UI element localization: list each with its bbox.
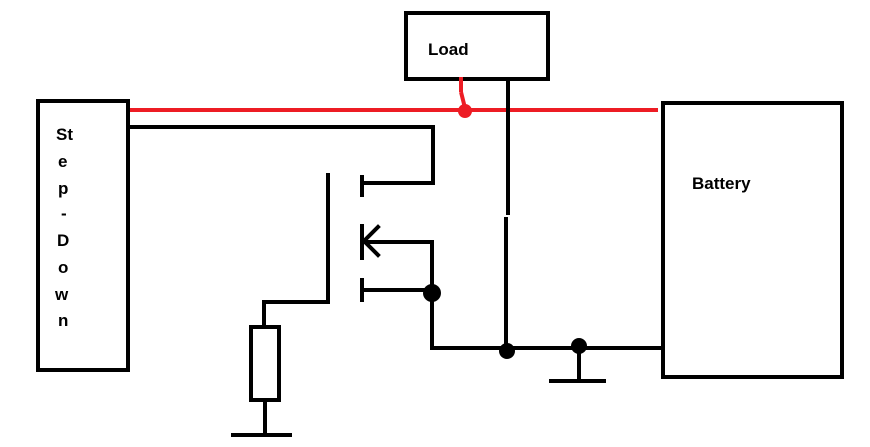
negative-rail [430, 290, 662, 350]
stepdown-label-line-2: e [58, 152, 67, 171]
positive-wire [130, 77, 658, 118]
drain-wire [128, 125, 435, 185]
stepdown-label-line-3: p [58, 179, 68, 198]
battery-component: Battery [661, 101, 844, 379]
mosfet-arrow [361, 224, 381, 258]
stepdown-label-line-5: D [57, 231, 69, 250]
battery-ground [549, 338, 606, 383]
gate-resistor-branch [231, 300, 330, 437]
gate-resistor [249, 325, 281, 402]
stepdown-label-line-7: w [54, 285, 69, 304]
stepdown-label-line-4: - [61, 204, 67, 223]
stepdown-label-line-6: o [58, 258, 68, 277]
stepdown-label-line-8: n [58, 311, 68, 330]
load-component: Load [404, 11, 550, 81]
load-box [404, 11, 550, 81]
gate-wire [262, 300, 330, 329]
battery-box [661, 101, 844, 379]
load-negative-junction-dot [499, 343, 515, 359]
stepdown-component: St e p - D o w n [36, 99, 130, 372]
mosfet-body-wire [362, 240, 434, 294]
positive-junction-dot [458, 104, 472, 118]
stepdown-box [36, 99, 130, 372]
load-label: Load [428, 40, 469, 59]
battery-label: Battery [692, 174, 751, 193]
stepdown-label-line-1: St [56, 125, 73, 144]
mosfet-symbol [326, 173, 441, 304]
